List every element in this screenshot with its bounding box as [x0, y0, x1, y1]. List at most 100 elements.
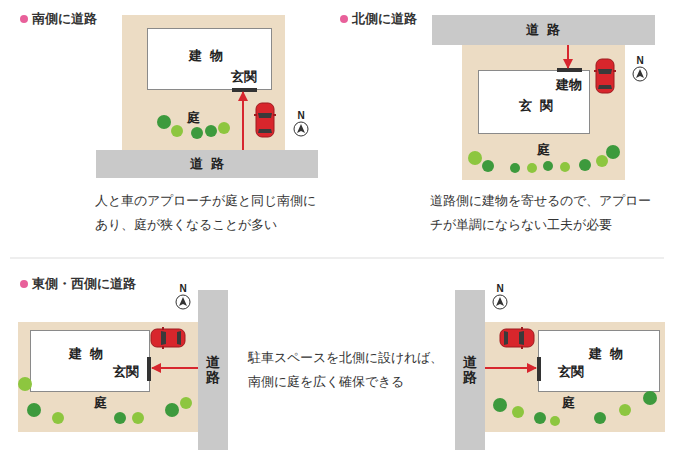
label-holder: 人と車のアプローチが庭と同じ南側に あり、庭が狭くなることが多い: [95, 189, 323, 237]
access-arrow: [242, 92, 244, 150]
tree: [482, 160, 494, 172]
tree: [596, 155, 608, 167]
building-label: 建物: [181, 48, 231, 64]
compass-letter: N: [636, 55, 643, 67]
doors: [149, 70, 582, 381]
lot: 建物玄関庭: [485, 322, 665, 432]
road: 道路: [198, 290, 228, 450]
tree: [205, 125, 217, 137]
text-holder: 道路: [518, 22, 568, 38]
car: [151, 327, 185, 349]
compass-letter: N: [179, 283, 186, 295]
tree: [643, 391, 657, 405]
building-label: 建物: [61, 346, 111, 362]
tree: [512, 406, 524, 418]
road-label: 道路: [463, 355, 477, 386]
compass-letter: N: [297, 110, 304, 122]
text-holder: 庭: [537, 142, 550, 158]
text-holder: 庭: [562, 395, 575, 411]
garden-label: 庭: [187, 110, 200, 126]
heading-dot: [20, 280, 28, 288]
tree: [560, 162, 570, 172]
lot: 建物玄関庭: [18, 322, 198, 432]
tree: [18, 377, 32, 391]
tree: [157, 115, 171, 129]
text-holder: 道路: [182, 156, 232, 172]
text-holder: 建物: [556, 77, 582, 93]
trees: [18, 115, 657, 426]
tree: [606, 145, 620, 159]
car: [500, 327, 534, 349]
building: 建物玄関: [30, 330, 150, 392]
text-holder: 庭: [187, 110, 200, 126]
garden-label: 庭: [94, 395, 107, 411]
tree: [543, 161, 553, 171]
building-label: 玄関: [231, 69, 257, 85]
lot: 建物玄関庭: [122, 15, 285, 150]
tree: [534, 412, 546, 424]
text-holder: 建物: [61, 346, 111, 362]
label-holder: 北側に道路: [352, 11, 417, 27]
compasses: [176, 67, 647, 309]
door-bar: [147, 357, 151, 381]
car: [594, 59, 616, 93]
tree: [132, 412, 144, 424]
tree: [27, 403, 41, 417]
cars: [151, 59, 616, 349]
tree: [550, 416, 560, 426]
heading: 北側に道路: [352, 11, 417, 27]
tree: [527, 163, 537, 173]
caption: 道路側に建物を寄せるので、アプロー チが単調にならない工夫が必要: [430, 189, 658, 237]
door-bar: [232, 88, 257, 92]
text-holder: 玄関: [511, 98, 561, 114]
door-bar: [537, 357, 541, 381]
building: 建物玄関: [538, 330, 660, 392]
tree: [579, 159, 591, 171]
garden-label: 庭: [562, 395, 575, 411]
tree: [493, 398, 507, 412]
building-label: 建物: [581, 346, 631, 362]
label-holder: 南側に道路: [32, 11, 97, 27]
label-holder: 駐車スペースを北側に設ければ、 南側に庭を広く確保できる: [248, 346, 448, 394]
tree: [52, 412, 64, 424]
building: 建物玄関: [478, 70, 590, 134]
compass: [176, 295, 190, 309]
access-arrow: [567, 45, 569, 68]
heading-dots: [20, 15, 348, 288]
text-holder: 建物: [181, 48, 231, 64]
road-label: 道路: [518, 22, 568, 38]
building: 建物玄関: [147, 28, 272, 90]
label-holder: 道路側に建物を寄せるので、アプロー チが単調にならない工夫が必要: [430, 189, 658, 237]
tree: [114, 412, 126, 424]
lot: 建物玄関庭: [462, 45, 625, 180]
text-holder: 玄関: [558, 364, 584, 380]
road: 道路: [455, 290, 485, 450]
heading-dot: [340, 15, 348, 23]
compass: [493, 295, 507, 309]
caption: 駐車スペースを北側に設ければ、 南側に庭を広く確保できる: [248, 346, 448, 394]
label-holder: N: [297, 110, 304, 122]
label-holder: 東側・西側に道路: [32, 276, 136, 292]
building-label: 玄関: [511, 98, 561, 114]
tree: [191, 127, 203, 139]
door-bar: [557, 68, 582, 72]
compass-letter: N: [496, 283, 503, 295]
heading: 東側・西側に道路: [32, 276, 136, 292]
label-holder: N: [496, 283, 503, 295]
tree: [594, 412, 606, 424]
tree: [180, 397, 192, 409]
tree: [165, 403, 179, 417]
text-holder: 玄関: [231, 69, 257, 85]
caption: 人と車のアプローチが庭と同じ南側に あり、庭が狭くなることが多い: [95, 189, 323, 237]
access-arrow: [485, 367, 536, 369]
text-holder: 玄関: [113, 364, 139, 380]
heading: 南側に道路: [32, 11, 97, 27]
tree: [218, 122, 230, 134]
compass: [294, 122, 308, 136]
compass: [633, 67, 647, 81]
car: [254, 103, 276, 137]
tree: [510, 163, 520, 173]
building-label: 玄関: [113, 364, 139, 380]
